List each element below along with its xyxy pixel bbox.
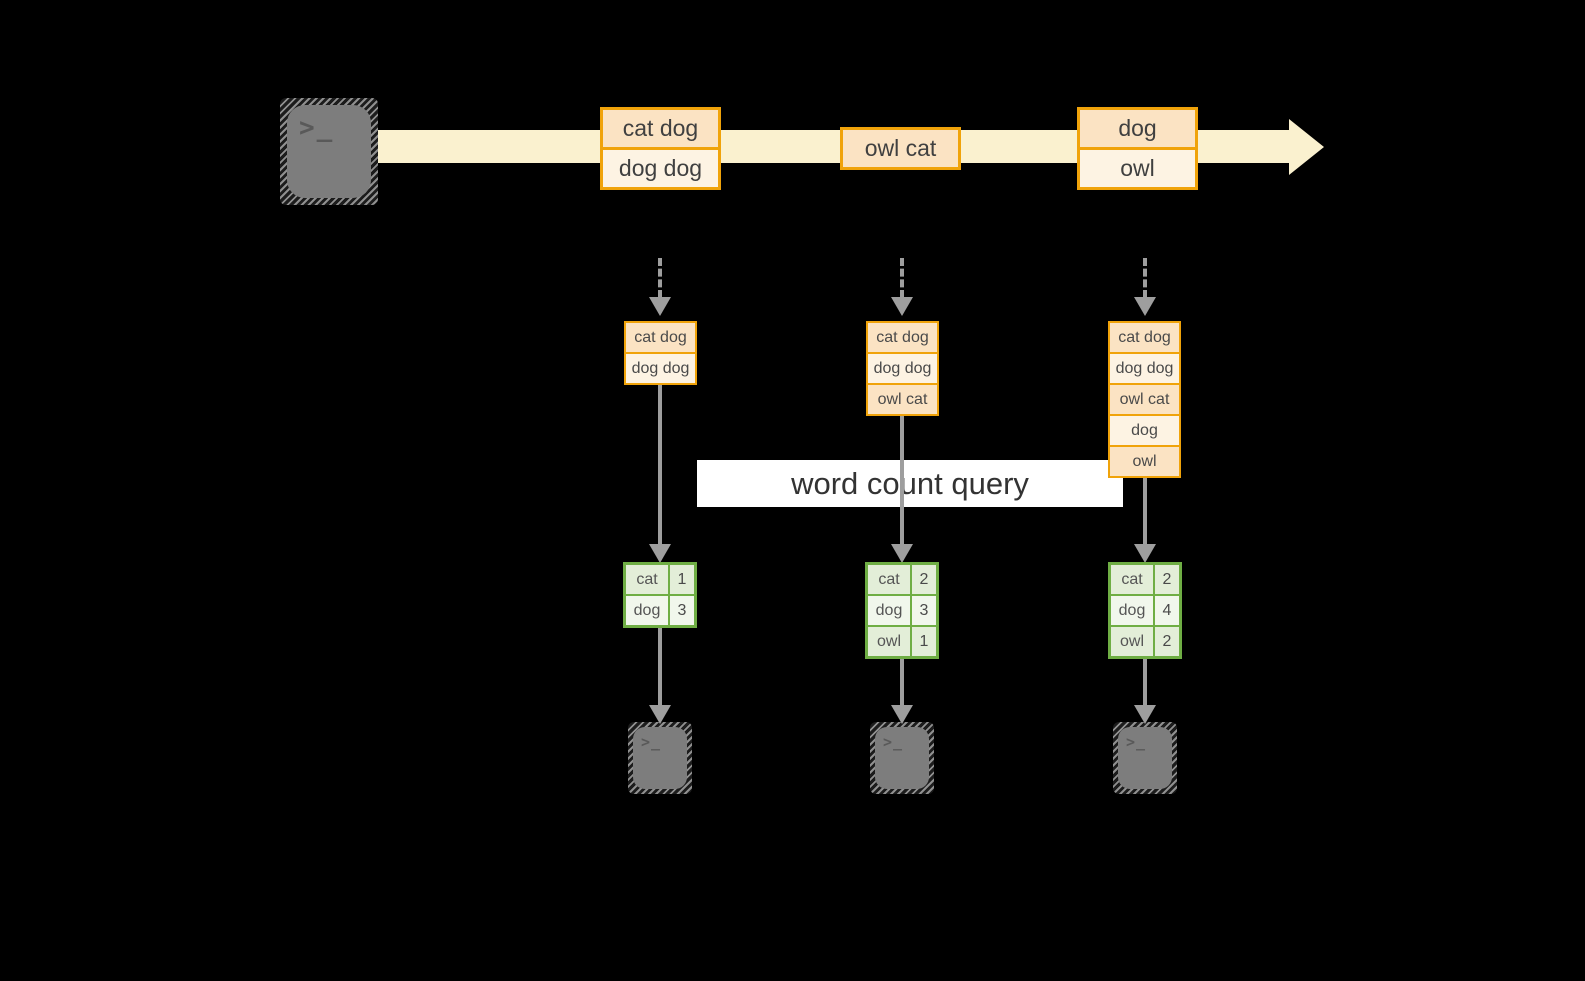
micro-batch-row: cat dog bbox=[626, 323, 695, 352]
terminal-body: >_ bbox=[1118, 727, 1172, 789]
connector-line bbox=[658, 626, 662, 706]
terminal-prompt-glyph: >_ bbox=[883, 733, 904, 751]
micro-batch-stack-2: cat dog dog dog owl cat bbox=[866, 321, 939, 416]
result-count-cell: 2 bbox=[1162, 570, 1172, 588]
terminal-prompt-glyph: >_ bbox=[641, 733, 662, 751]
arrowhead-icon bbox=[1134, 705, 1156, 724]
stream-event-label: cat dog bbox=[603, 110, 718, 147]
arrowhead-icon bbox=[1134, 544, 1156, 563]
connector-line bbox=[1143, 657, 1147, 706]
stream-event-label: dog bbox=[1080, 110, 1195, 147]
stream-event-box-3: dog owl bbox=[1077, 107, 1198, 190]
batch-arrow-dashed bbox=[900, 258, 904, 298]
word-count-query-banner: word count query bbox=[697, 460, 1123, 507]
terminal-sink-icon: >_ bbox=[870, 722, 934, 794]
arrowhead-icon bbox=[891, 705, 913, 724]
terminal-prompt-glyph: >_ bbox=[1126, 733, 1147, 751]
micro-batch-row: dog dog bbox=[1110, 352, 1179, 383]
stream-event-label: owl cat bbox=[843, 130, 958, 167]
batch-arrow-dashed bbox=[1143, 258, 1147, 298]
result-count-cell: 2 bbox=[919, 570, 929, 588]
micro-batch-row: dog dog bbox=[626, 352, 695, 383]
micro-batch-row: cat dog bbox=[1110, 323, 1179, 352]
result-row: dog 4 bbox=[1111, 594, 1179, 625]
result-word-cell: owl bbox=[868, 627, 912, 656]
result-row: cat 2 bbox=[1111, 565, 1179, 594]
micro-batch-row: owl bbox=[1110, 445, 1179, 476]
result-row: owl 1 bbox=[868, 625, 936, 656]
micro-batch-stack-3: cat dog dog dog owl cat dog owl bbox=[1108, 321, 1181, 478]
micro-batch-row: owl cat bbox=[1110, 383, 1179, 414]
result-count-cell: 3 bbox=[919, 601, 929, 619]
result-table-1: cat 1 dog 3 bbox=[623, 562, 697, 628]
result-row: dog 3 bbox=[626, 594, 694, 625]
result-word-cell: dog bbox=[626, 596, 670, 625]
arrowhead-icon bbox=[891, 297, 913, 316]
terminal-body: >_ bbox=[287, 105, 371, 198]
stream-event-label: owl bbox=[1080, 147, 1195, 187]
terminal-sink-icon: >_ bbox=[1113, 722, 1177, 794]
result-word-cell: cat bbox=[868, 565, 912, 594]
batch-arrow-dashed bbox=[658, 258, 662, 298]
result-word-cell: dog bbox=[868, 596, 912, 625]
result-word-cell: dog bbox=[1111, 596, 1155, 625]
stream-arrowhead-icon bbox=[1289, 119, 1324, 175]
result-count-cell: 4 bbox=[1162, 601, 1172, 619]
micro-batch-row: cat dog bbox=[868, 323, 937, 352]
result-count-cell: 3 bbox=[677, 601, 687, 619]
result-word-cell: cat bbox=[1111, 565, 1155, 594]
result-row: dog 3 bbox=[868, 594, 936, 625]
result-table-2: cat 2 dog 3 owl 1 bbox=[865, 562, 939, 659]
micro-batch-row: dog bbox=[1110, 414, 1179, 445]
result-count-cell: 2 bbox=[1162, 632, 1172, 650]
banner-label: word count query bbox=[791, 465, 1029, 501]
micro-batch-stack-1: cat dog dog dog bbox=[624, 321, 697, 385]
terminal-prompt-glyph: >_ bbox=[299, 113, 335, 143]
micro-batch-row: owl cat bbox=[868, 383, 937, 414]
arrowhead-icon bbox=[1134, 297, 1156, 316]
arrowhead-icon bbox=[649, 544, 671, 563]
connector-line bbox=[658, 383, 662, 545]
terminal-source-icon: >_ bbox=[280, 98, 378, 205]
stream-event-box-1: cat dog dog dog bbox=[600, 107, 721, 190]
result-word-cell: cat bbox=[626, 565, 670, 594]
terminal-sink-icon: >_ bbox=[628, 722, 692, 794]
connector-line bbox=[900, 414, 904, 545]
terminal-body: >_ bbox=[875, 727, 929, 789]
arrowhead-icon bbox=[649, 297, 671, 316]
result-count-cell: 1 bbox=[677, 570, 687, 588]
result-row: cat 1 bbox=[626, 565, 694, 594]
stream-event-box-2: owl cat bbox=[840, 127, 961, 170]
arrowhead-icon bbox=[649, 705, 671, 724]
result-table-3: cat 2 dog 4 owl 2 bbox=[1108, 562, 1182, 659]
terminal-body: >_ bbox=[633, 727, 687, 789]
result-row: owl 2 bbox=[1111, 625, 1179, 656]
arrowhead-icon bbox=[891, 544, 913, 563]
stream-event-label: dog dog bbox=[603, 147, 718, 187]
result-word-cell: owl bbox=[1111, 627, 1155, 656]
result-row: cat 2 bbox=[868, 565, 936, 594]
micro-batch-row: dog dog bbox=[868, 352, 937, 383]
connector-line bbox=[1143, 476, 1147, 545]
connector-line bbox=[900, 657, 904, 706]
result-count-cell: 1 bbox=[919, 632, 929, 650]
